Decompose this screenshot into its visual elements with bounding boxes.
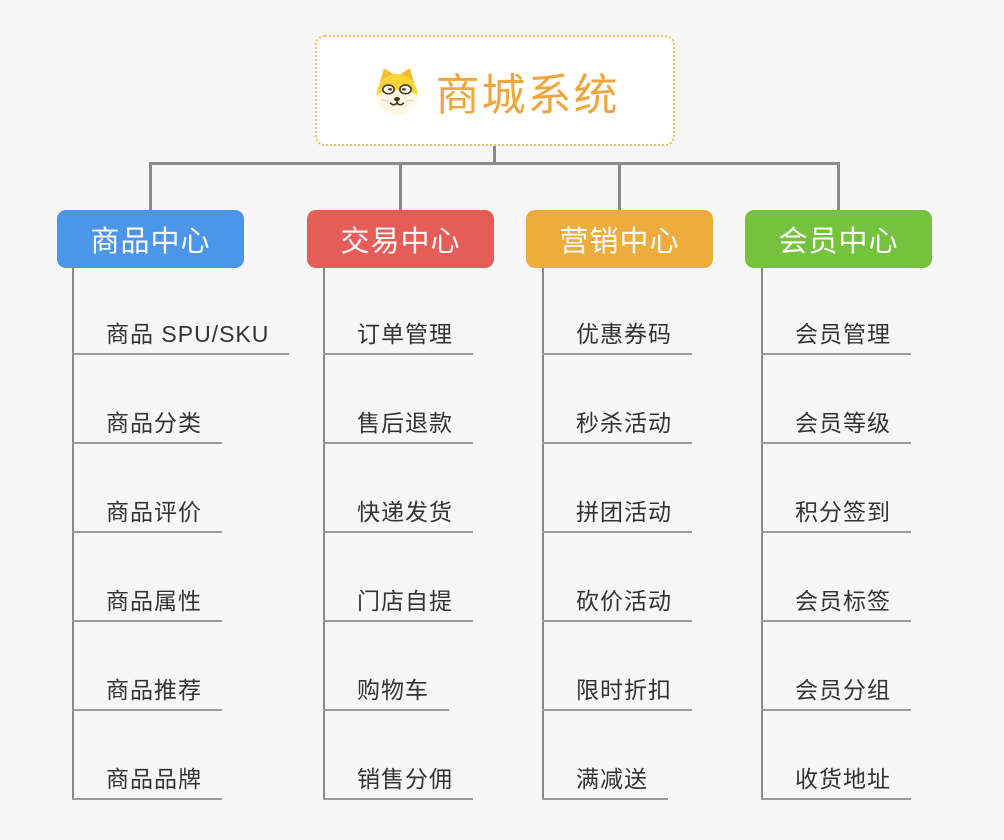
leaf-node[interactable]: 商品 SPU/SKU	[72, 315, 290, 355]
leaf-node[interactable]: 秒杀活动	[542, 404, 692, 444]
connector-drop-2	[399, 162, 402, 210]
branch-node-member-center[interactable]: 会员中心	[745, 210, 932, 268]
leaf-node[interactable]: 满减送	[542, 760, 668, 800]
leaf-node[interactable]: 门店自提	[323, 582, 473, 622]
leaf-node[interactable]: 会员等级	[761, 404, 911, 444]
connector-drop-1	[149, 162, 152, 210]
leaf-node[interactable]: 售后退款	[323, 404, 473, 444]
connector-drop-4	[837, 162, 840, 210]
leaf-node[interactable]: 拼团活动	[542, 493, 692, 533]
connector-horizontal	[149, 162, 840, 165]
leaf-node[interactable]: 快递发货	[323, 493, 473, 533]
leaf-node[interactable]: 限时折扣	[542, 671, 692, 711]
connector-drop-3	[618, 162, 621, 210]
leaf-node[interactable]: 收货地址	[761, 760, 911, 800]
root-title: 商城系统	[435, 70, 620, 120]
leaf-node[interactable]: 优惠券码	[542, 315, 692, 355]
branch-node-product-center[interactable]: 商品中心	[57, 210, 244, 268]
branch-rail-1	[72, 268, 74, 800]
leaf-node[interactable]: 商品评价	[72, 493, 222, 533]
branch-rail-2	[323, 268, 325, 800]
connector-root-stem	[493, 146, 496, 165]
branch-rail-4	[761, 268, 763, 800]
leaf-node[interactable]: 订单管理	[323, 315, 473, 355]
leaf-node[interactable]: 商品品牌	[72, 760, 222, 800]
root-node[interactable]: 商城系统	[315, 35, 675, 146]
leaf-node[interactable]: 会员标签	[761, 582, 911, 622]
leaf-node[interactable]: 砍价活动	[542, 582, 692, 622]
branch-node-trade-center[interactable]: 交易中心	[307, 210, 494, 268]
branch-node-marketing-center[interactable]: 营销中心	[526, 210, 713, 268]
dog-face-icon	[376, 67, 417, 116]
leaf-node[interactable]: 销售分佣	[323, 760, 473, 800]
leaf-node[interactable]: 商品属性	[72, 582, 222, 622]
leaf-node[interactable]: 商品分类	[72, 404, 222, 444]
leaf-node[interactable]: 商品推荐	[72, 671, 222, 711]
branch-rail-3	[542, 268, 544, 800]
leaf-node[interactable]: 会员管理	[761, 315, 911, 355]
leaf-node[interactable]: 会员分组	[761, 671, 911, 711]
leaf-node[interactable]: 购物车	[323, 671, 449, 711]
leaf-node[interactable]: 积分签到	[761, 493, 911, 533]
